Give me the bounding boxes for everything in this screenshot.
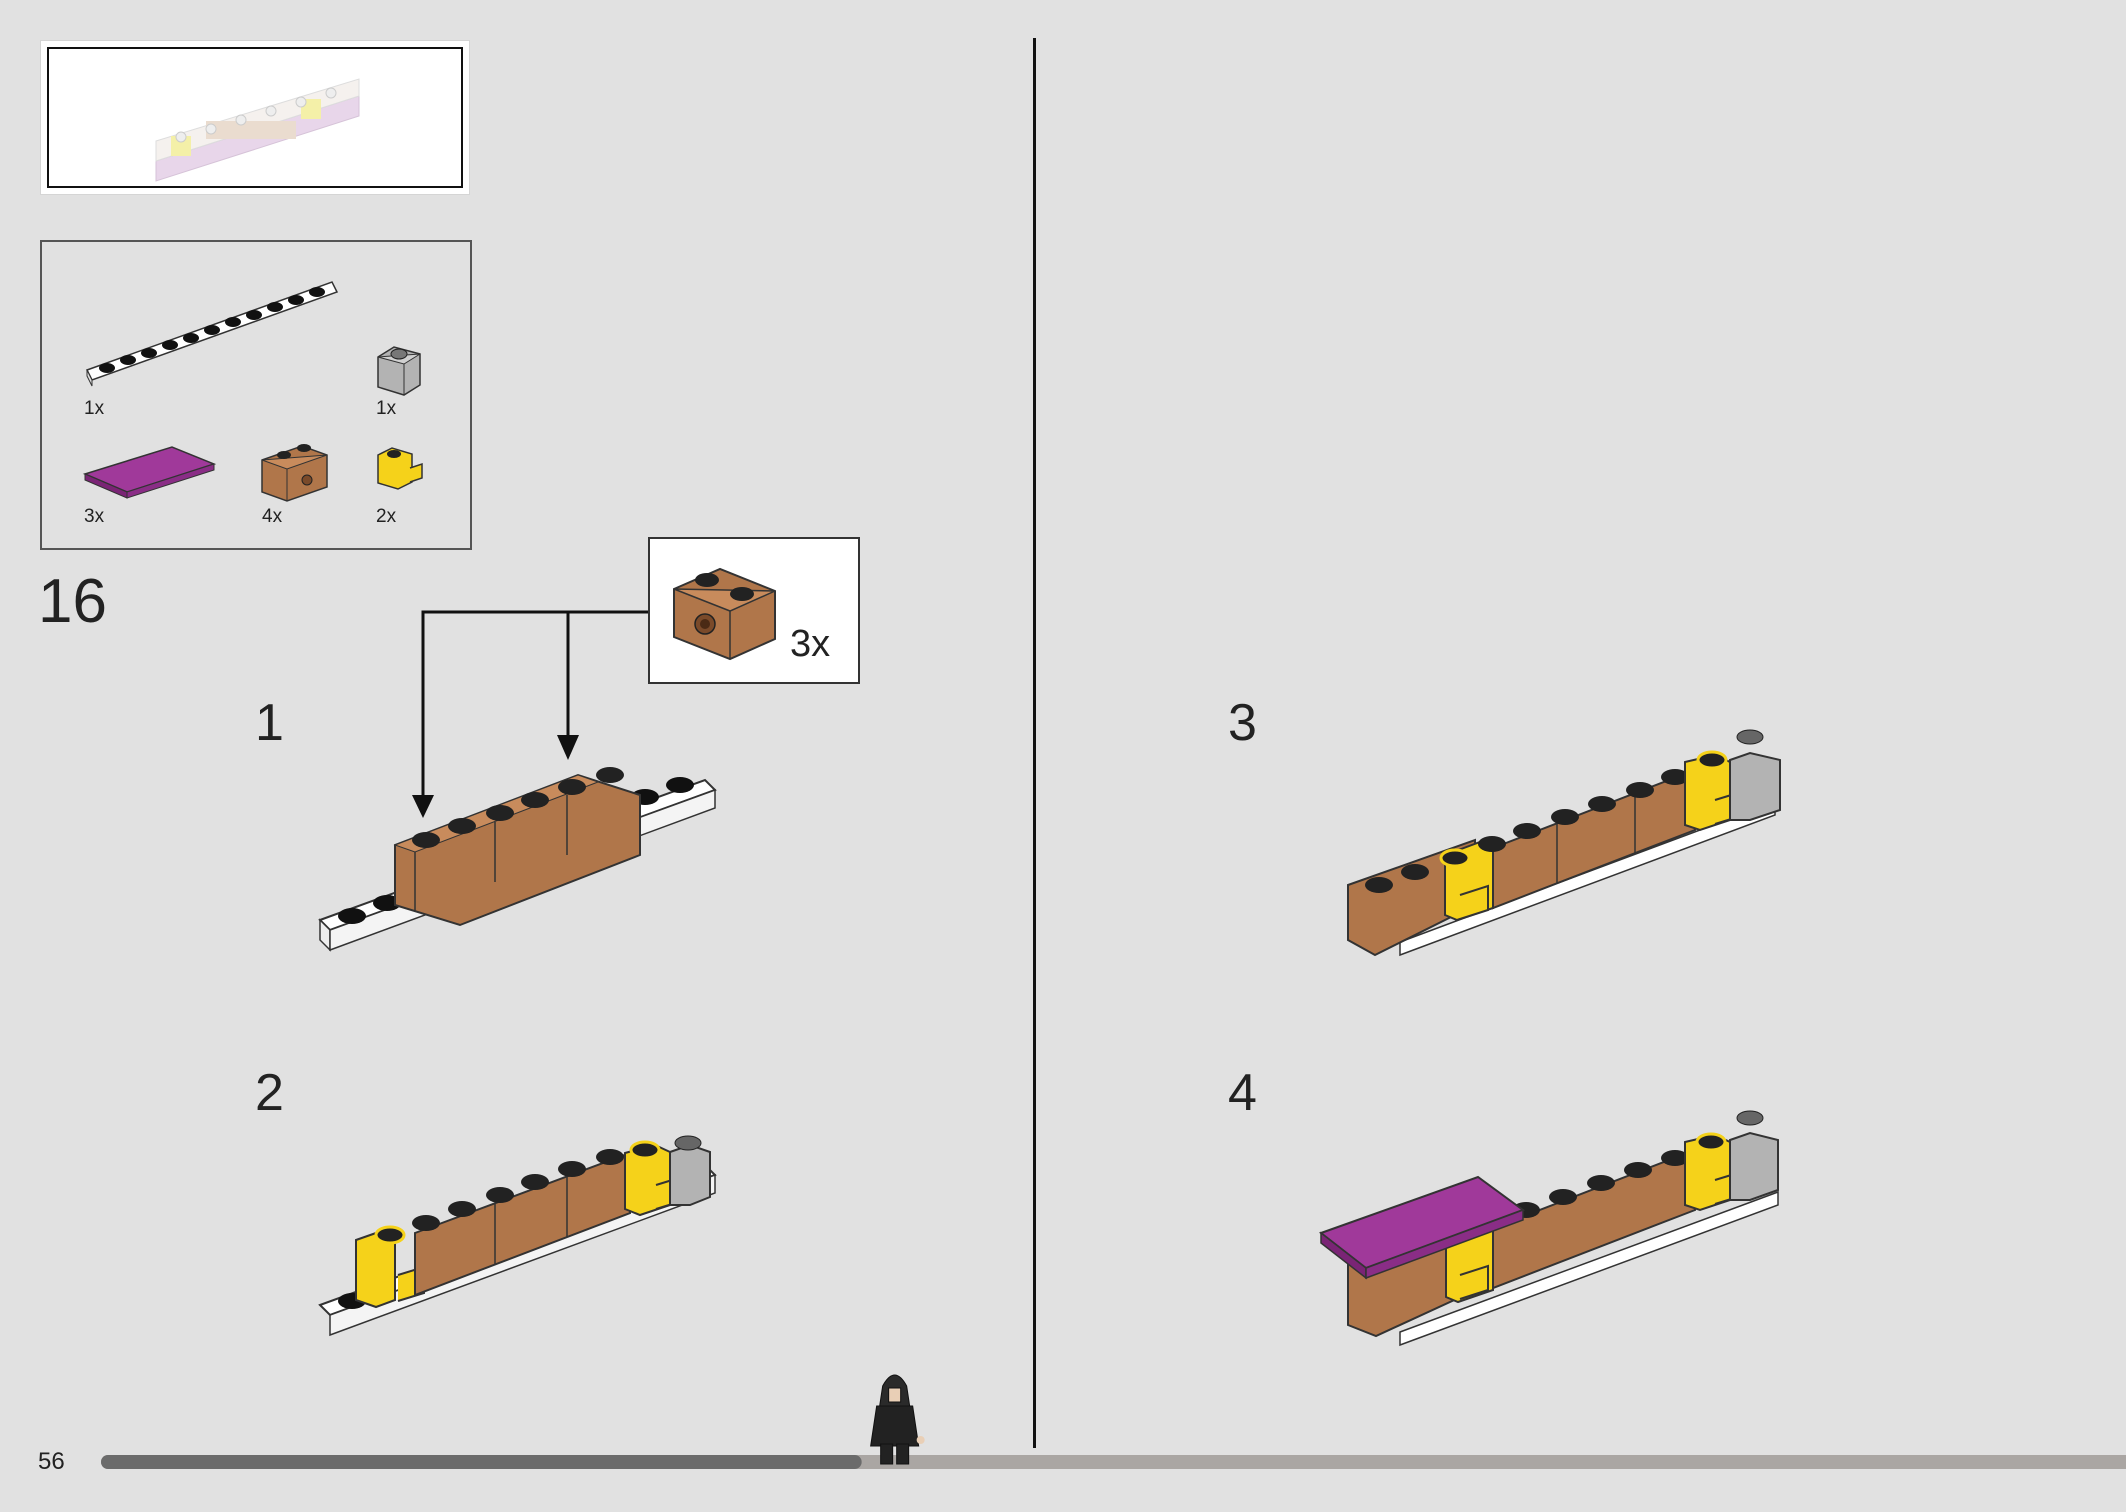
subassembly-image xyxy=(155,78,360,182)
subassembly-preview xyxy=(40,40,470,195)
substep-4-illustration xyxy=(1318,1110,1779,1347)
callout-count: 3x xyxy=(790,623,831,665)
step-number: 16 xyxy=(38,567,107,636)
magenta-tile-icon xyxy=(82,446,217,499)
part-count-magenta-tile: 3x xyxy=(84,506,105,527)
parts-list: 1x 1x 3x 4x 2x xyxy=(40,240,472,550)
brown-brick-icon xyxy=(261,444,328,502)
substep-1-illustration xyxy=(318,767,717,952)
subassembly-frame xyxy=(47,47,463,188)
part-count-white-plate: 1x xyxy=(84,398,105,419)
callout-brick-image xyxy=(673,567,776,661)
gray-brick-icon xyxy=(377,346,421,396)
page-divider xyxy=(1033,38,1036,1448)
substep-number-1: 1 xyxy=(255,694,284,752)
minifigure-progress-marker xyxy=(870,1374,925,1465)
part-count-brown-brick: 4x xyxy=(262,506,283,527)
substep-2-illustration xyxy=(318,1135,717,1337)
yellow-clip-icon xyxy=(377,447,423,490)
progress-bar xyxy=(101,1374,2126,1469)
parts-illustrations xyxy=(82,281,423,502)
white-plate-icon xyxy=(85,281,339,387)
substep-number-2: 2 xyxy=(255,1064,284,1122)
part-count-yellow-clip: 2x xyxy=(376,506,397,527)
callout-box: 3x xyxy=(648,537,860,684)
page-number: 56 xyxy=(38,1448,65,1475)
callout-arrows xyxy=(412,610,648,818)
part-count-gray-brick: 1x xyxy=(376,398,397,419)
substep-number-3: 3 xyxy=(1228,694,1257,752)
substep-number-4: 4 xyxy=(1228,1064,1257,1122)
substep-3-illustration xyxy=(1347,729,1781,957)
